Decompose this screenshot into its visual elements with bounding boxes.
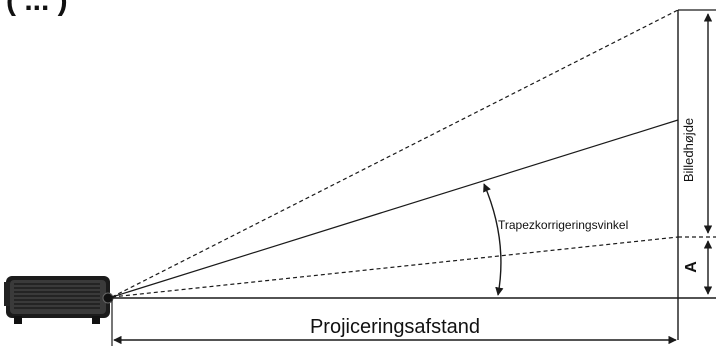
projection-top-dashed-line (111, 9, 679, 298)
keystone-angle-arc (483, 183, 504, 296)
projector-icon (4, 276, 114, 324)
image-height-label: Billedhøjde (681, 118, 696, 182)
projection-distance-label: Projiceringsafstand (310, 316, 480, 338)
projection-bottom-dashed-line (111, 236, 679, 298)
projection-center-line (111, 119, 679, 298)
keystone-angle-label: Trapezkorrigeringsvinkel (498, 218, 628, 232)
title-fragment: ( ... ) (6, 0, 68, 17)
offset-a-label: A (683, 261, 700, 273)
